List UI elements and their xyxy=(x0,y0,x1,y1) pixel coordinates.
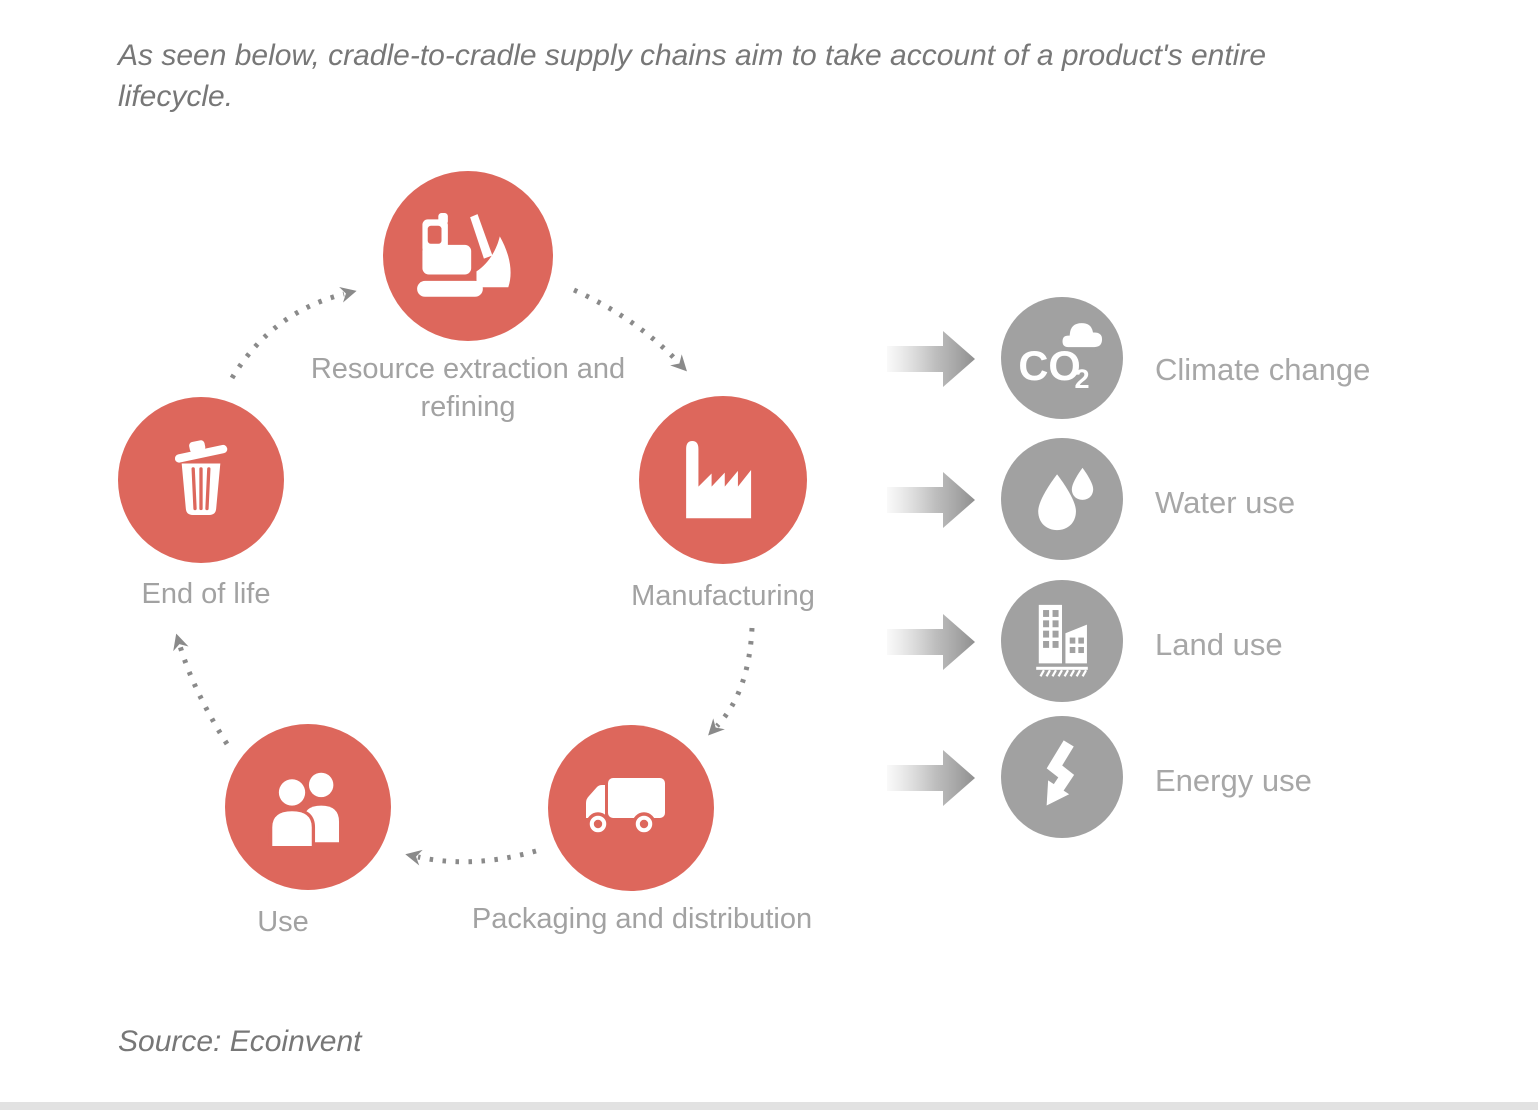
arrow-use-to-end-of-life xyxy=(173,633,230,746)
impact-circle-climate-change: CO 2 xyxy=(1001,297,1123,419)
factory-icon xyxy=(686,440,752,518)
impact-label-land-use: Land use xyxy=(1155,627,1283,662)
stage-circle-packaging xyxy=(548,725,714,891)
trash-icon xyxy=(174,440,228,515)
impact-circle-water-use xyxy=(1001,438,1123,560)
cloud-shape xyxy=(1059,320,1106,351)
truck-icon xyxy=(586,778,665,836)
people-icon xyxy=(268,772,340,849)
caption: As seen below, cradle-to-cradle supply c… xyxy=(118,39,1267,113)
lightning-bolt-icon xyxy=(1046,740,1075,806)
stage-label-packaging: Packaging and distribution xyxy=(471,903,813,935)
stage-circle-use xyxy=(225,724,391,890)
stage-label-use: Use xyxy=(257,906,309,938)
impact-label-water-use: Water use xyxy=(1155,485,1296,520)
stage-circle-manufacturing xyxy=(639,396,807,564)
excavator-icon xyxy=(417,212,511,297)
buildings-icon xyxy=(1036,604,1088,677)
impact-label-climate-change: Climate change xyxy=(1155,352,1371,387)
impact-circle-land-use xyxy=(1001,580,1123,702)
flow-arrow-water xyxy=(887,472,975,528)
flow-arrow-climate xyxy=(887,331,975,387)
flow-arrow-land xyxy=(887,614,975,670)
arrow-manufacturing-to-packaging xyxy=(708,627,755,736)
page-bottom-divider xyxy=(0,1102,1538,1110)
impact-label-energy-use: Energy use xyxy=(1155,763,1312,798)
stage-circle-resource-extraction xyxy=(383,171,553,341)
source-credit: Source: Ecoinvent xyxy=(118,1025,362,1058)
stage-circle-end-of-life xyxy=(118,397,284,563)
water-drops-icon xyxy=(1038,467,1094,531)
stage-label-end-of-life: End of life xyxy=(141,578,271,610)
stage-label-manufacturing: Manufacturing xyxy=(631,580,815,612)
co2-subscript: 2 xyxy=(1074,364,1089,394)
arrow-packaging-to-use xyxy=(405,848,537,866)
flow-arrow-energy xyxy=(887,750,975,806)
stage-label-resource-extraction: Resource extraction and refining xyxy=(310,353,626,424)
impact-circle-energy-use xyxy=(1001,716,1123,838)
co2-cloud-icon: CO 2 xyxy=(1018,320,1106,394)
